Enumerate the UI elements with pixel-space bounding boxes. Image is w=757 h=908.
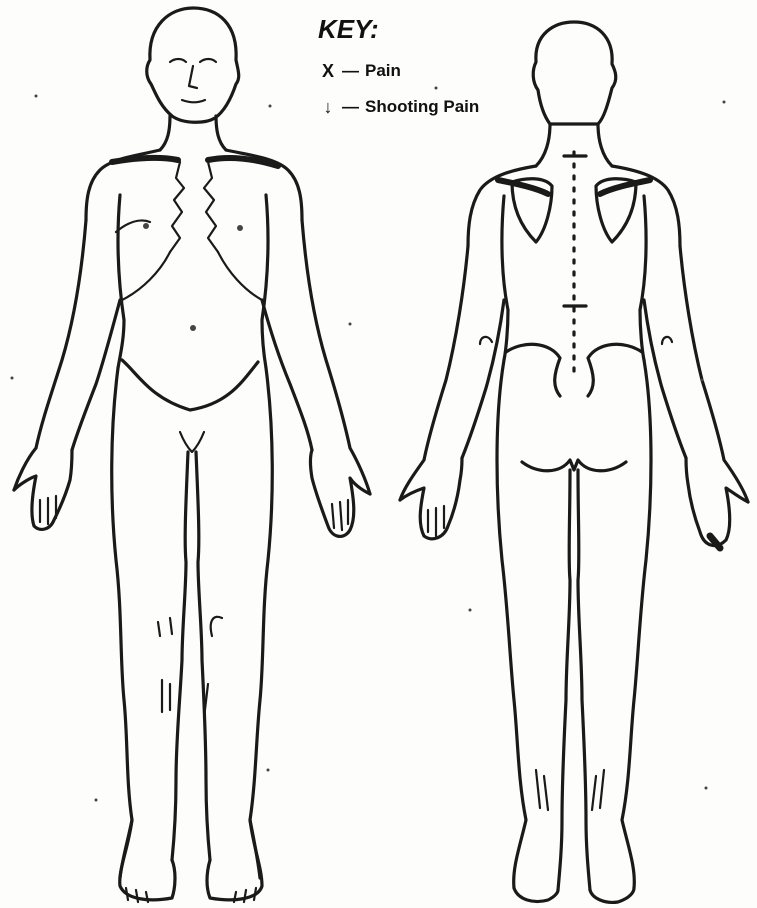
- key-label-pain: Pain: [365, 61, 401, 81]
- key-item-pain: X — Pain: [318, 60, 558, 82]
- key-separator: —: [342, 61, 359, 81]
- key-title: KEY:: [318, 14, 558, 44]
- down-arrow-icon: ↓: [318, 97, 338, 118]
- key-label-shooting-pain: Shooting Pain: [365, 97, 479, 117]
- key-legend: KEY: X — Pain ↓ — Shooting Pain: [318, 14, 558, 132]
- key-item-shooting-pain: ↓ — Shooting Pain: [318, 96, 558, 118]
- key-separator: —: [342, 97, 359, 117]
- x-mark-icon: X: [318, 61, 338, 82]
